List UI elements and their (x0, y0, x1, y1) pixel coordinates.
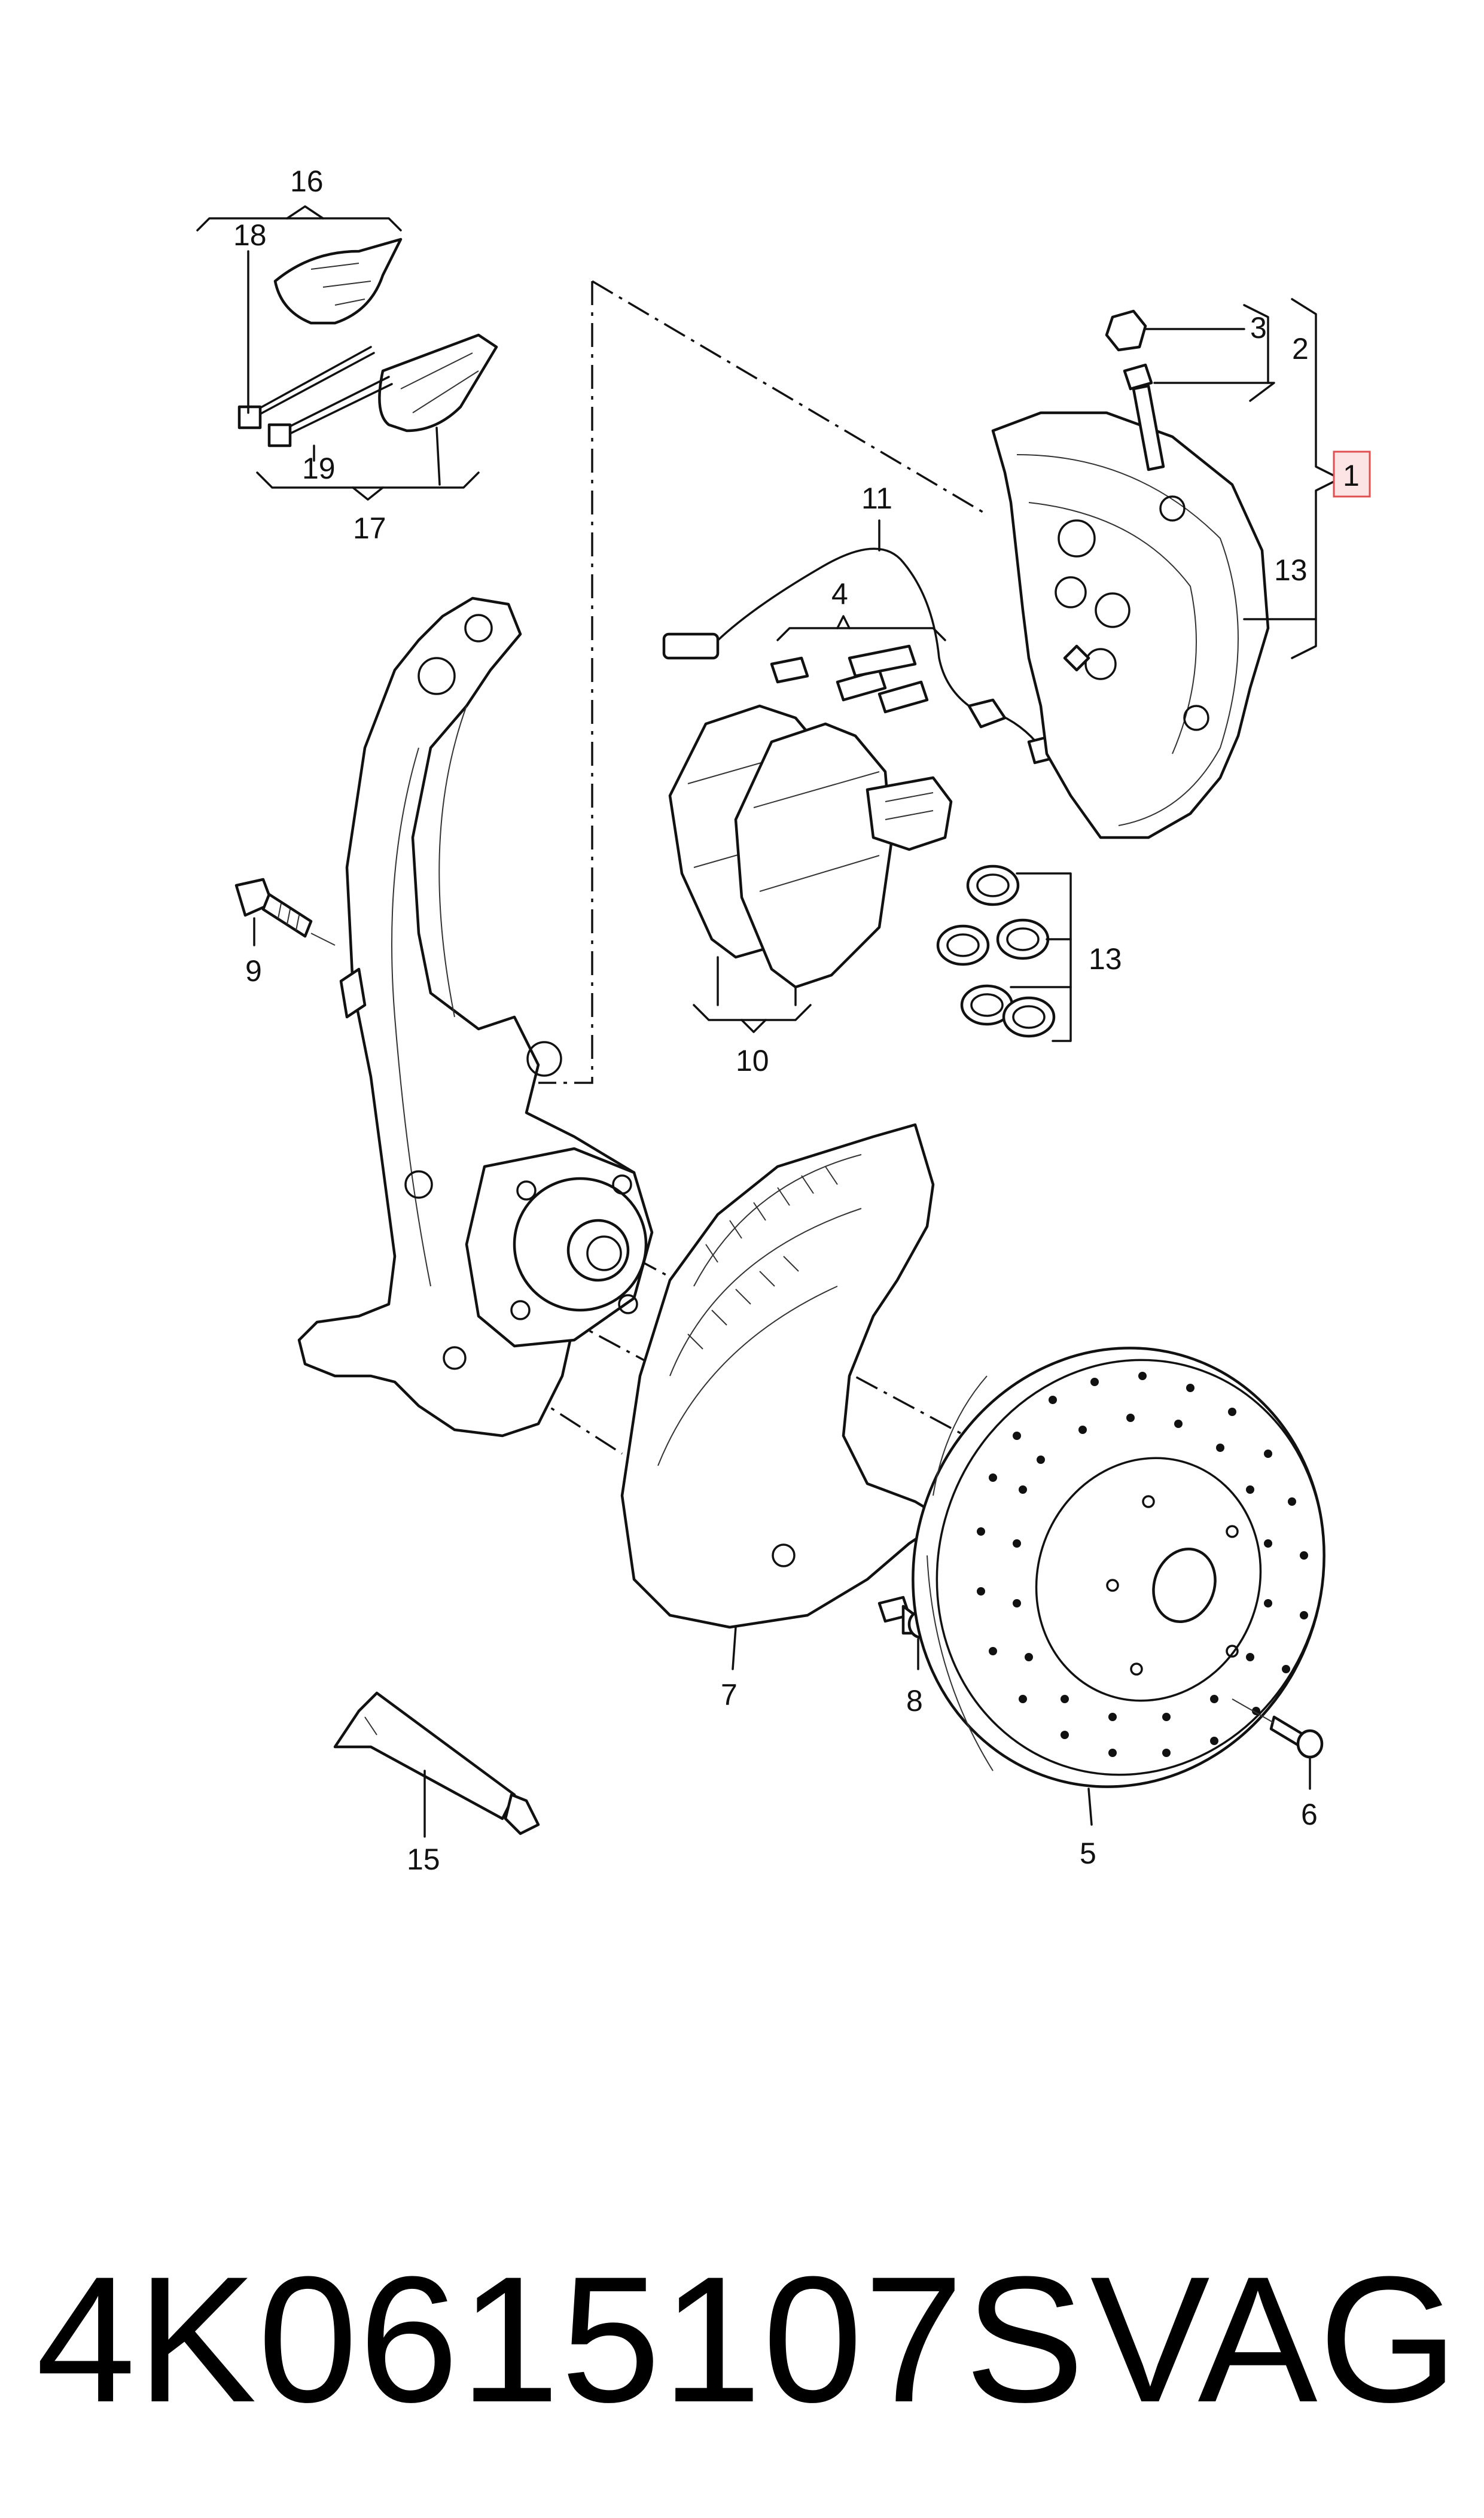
brand-name: VAG (1090, 2239, 1459, 2440)
label-3: 3 (1250, 311, 1267, 345)
part-number: 4K0615107S (36, 2239, 1086, 2440)
label-11: 11 (861, 482, 892, 515)
bleed-cap-3 (1105, 309, 1147, 352)
label-17: 17 (353, 511, 386, 545)
bracket-17 (256, 471, 480, 501)
brake-caliper-1 (991, 411, 1270, 839)
disc-drill-holes (977, 1372, 1308, 1757)
label-1-highlight (1333, 450, 1371, 498)
brake-disc-5 (912, 1347, 1325, 1788)
splash-shield-7 (620, 1123, 947, 1629)
screw-6 (1269, 1715, 1324, 1759)
wheel-hub (465, 1147, 654, 1348)
label-9: 9 (245, 954, 262, 988)
bolt-9-axis (310, 933, 336, 946)
label-8: 8 (906, 1684, 923, 1718)
label-13-seals: 13 (1089, 942, 1122, 976)
label-7: 7 (721, 1678, 738, 1712)
leader-7 (732, 1626, 737, 1670)
label-13-caliper: 13 (1274, 553, 1308, 587)
bolt-9 (234, 878, 313, 938)
clips-4 (770, 615, 946, 714)
cover-piece-16 (273, 238, 403, 325)
leader-17b (435, 427, 441, 486)
leader-5 (1087, 1788, 1093, 1826)
label-16: 16 (290, 165, 324, 198)
label-1: 1 (1343, 459, 1360, 492)
bracket-10 (693, 956, 812, 1033)
leader-2b (1153, 382, 1275, 402)
anti-rattle-spring (866, 776, 953, 851)
grease-tube-15 (333, 1691, 540, 1835)
part-caption: 4K0615107S VAG (36, 2243, 1459, 2435)
cable-tie-18 (237, 346, 375, 430)
bracket-2 (1243, 304, 1269, 384)
pad-plate-17 (378, 333, 498, 433)
label-15: 15 (407, 1843, 440, 1876)
label-4: 4 (831, 577, 848, 611)
bleed-valve-2 (1123, 363, 1165, 471)
label-19: 19 (302, 452, 336, 485)
piston-seals-13 (936, 864, 1072, 1042)
bracket-16 (196, 205, 402, 232)
cable-tie-19 (267, 376, 393, 447)
brake-pads-10 (668, 704, 893, 989)
label-6: 6 (1301, 1798, 1318, 1831)
label-5: 5 (1080, 1837, 1096, 1870)
label-10: 10 (736, 1044, 769, 1077)
label-2: 2 (1292, 332, 1309, 366)
label-18: 18 (233, 218, 267, 252)
screw-6-axis (1232, 1698, 1275, 1724)
